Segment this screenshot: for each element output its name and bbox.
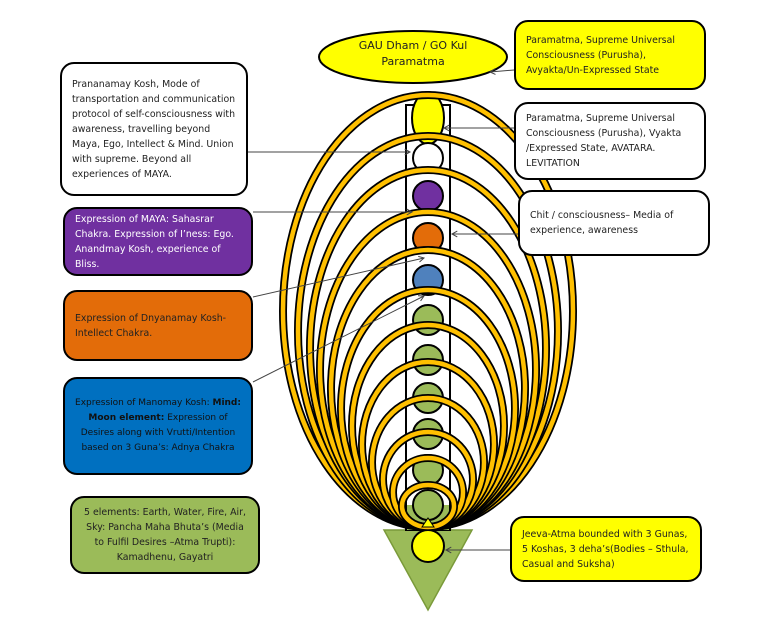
connector-dnyanamay bbox=[252, 257, 425, 298]
manomay-text-2: Expression of Desires along with Vrutti/… bbox=[80, 413, 236, 453]
connector-jeeva-arrowhead bbox=[444, 546, 452, 554]
chit-text: Chit / consciousness– Media of experienc… bbox=[530, 210, 674, 236]
connector-dnyanamay-arrowhead bbox=[418, 255, 426, 263]
manomay-box: Expression of Manomay Kosh: Mind: Moon e… bbox=[63, 377, 253, 475]
maya-box: Expression of MAYA: Sahasrar Chakra. Exp… bbox=[63, 207, 253, 276]
connector-chit-arrowhead bbox=[450, 230, 458, 238]
title-line-2: Paramatma bbox=[381, 55, 445, 68]
dnyanamay-box: Expression of Dnyanamay Kosh-Intellect C… bbox=[63, 290, 253, 361]
title-ellipse-label: GAU Dham / GO Kul Paramatma bbox=[318, 38, 508, 70]
connector-manomay-arrowhead bbox=[417, 295, 425, 302]
ring-tip bbox=[421, 517, 435, 528]
connector-avyakta-arrowhead bbox=[488, 68, 496, 75]
avyakta-text: Paramatma, Supreme Universal Consciousne… bbox=[526, 34, 675, 76]
avyakta-box: Paramatma, Supreme Universal Consciousne… bbox=[514, 20, 706, 90]
dnyanamay-text: Expression of Dnyanamay Kosh-Intellect C… bbox=[75, 312, 227, 339]
chit-box: Chit / consciousness– Media of experienc… bbox=[518, 190, 710, 256]
jeeva-atma-text: Jeeva-Atma bounded with 3 Gunas, 5 Kosha… bbox=[522, 528, 689, 570]
title-line-1: GAU Dham / GO Kul bbox=[358, 39, 468, 52]
elements-text: 5 elements: Earth, Water, Fire, Air, Sky… bbox=[84, 507, 246, 563]
connector-maya-arrowhead bbox=[406, 208, 414, 216]
manomay-text: Expression of Manomay Kosh: Mind: Moon e… bbox=[75, 396, 241, 456]
connector-manomay bbox=[252, 295, 425, 383]
connector-avyakta bbox=[489, 69, 515, 73]
chakra-green-1 bbox=[412, 304, 444, 336]
vyakta-text: Paramatma, Supreme Universal Consciousne… bbox=[526, 113, 682, 169]
jeeva-atma-box: Jeeva-Atma bounded with 3 Gunas, 5 Kosha… bbox=[510, 516, 702, 582]
elements-box: 5 elements: Earth, Water, Fire, Air, Sky… bbox=[70, 496, 260, 574]
manomay-text-1: Expression of Manomay Kosh: bbox=[75, 398, 213, 408]
connector-pranamay-arrowhead bbox=[404, 148, 412, 156]
manomay-text-bold: Mind: Moon element: bbox=[88, 398, 241, 423]
vyakta-box: Paramatma, Supreme Universal Consciousne… bbox=[514, 102, 706, 180]
title-ellipse bbox=[318, 30, 508, 84]
pranamay-kosh-text: Prananamay Kosh, Mode of transportation … bbox=[72, 78, 236, 180]
maya-text: Expression of MAYA: Sahasrar Chakra. Exp… bbox=[75, 213, 234, 270]
chakra-base-yellow bbox=[411, 529, 445, 563]
connector-vyakta-arrowhead bbox=[442, 124, 450, 132]
chakra-green-6 bbox=[412, 489, 444, 521]
pranamay-kosh-box: Prananamay Kosh, Mode of transportation … bbox=[60, 62, 248, 196]
chakra-purple bbox=[412, 180, 444, 212]
